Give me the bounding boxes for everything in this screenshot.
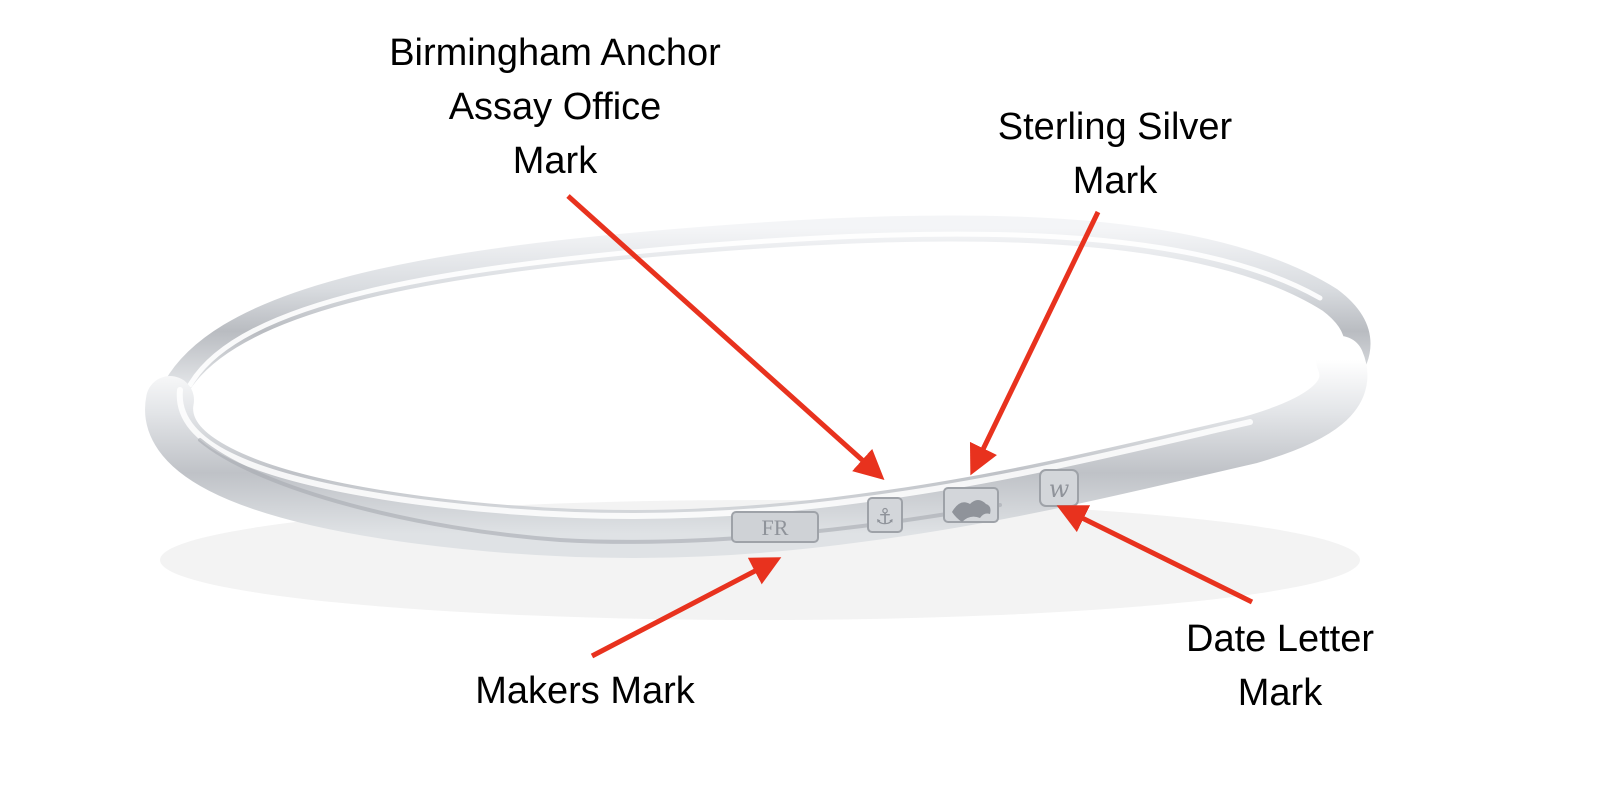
arrow-makers [590,557,782,659]
birmingham-label-line-3: Mark [512,140,598,182]
lion-mark-stamp [943,487,999,523]
sterling-silver-label: Sterling Silver Mark [950,100,1280,208]
date-letter-label: Date Letter Mark [1120,612,1440,720]
bangle-back-highlight [187,231,1323,388]
anchor-icon: ⚓ [875,505,895,530]
makers-mark-initials: FR [762,515,789,540]
birmingham-label-line-1: Birmingham Anchor [389,32,721,74]
birmingham-anchor-label: Birmingham Anchor Assay Office Mark [330,26,780,188]
arrow-birmingham [566,194,885,481]
date-label-line-1: Date Letter [1186,618,1374,660]
arrow-date [1056,505,1254,605]
date-letter-stamp: w [1039,469,1079,507]
makers-mark-stamp: FR [731,511,819,543]
bangle-front-rim [145,336,1368,558]
date-letter: w [1049,475,1070,503]
date-label-line-2: Mark [1237,672,1323,714]
lion-passant-icon [952,500,991,522]
makers-label-line-1: Makers Mark [475,670,695,712]
bangle-front-highlight [176,387,1253,519]
sterling-label-line-1: Sterling Silver [997,106,1233,148]
sterling-label-line-2: Mark [1072,160,1158,202]
anchor-mark-stamp: ⚓ [867,497,903,533]
arrow-sterling [969,210,1101,476]
bangle-back-rim [157,215,1371,413]
makers-mark-label: Makers Mark [420,664,750,718]
birmingham-label-line-2: Assay Office [448,86,662,128]
